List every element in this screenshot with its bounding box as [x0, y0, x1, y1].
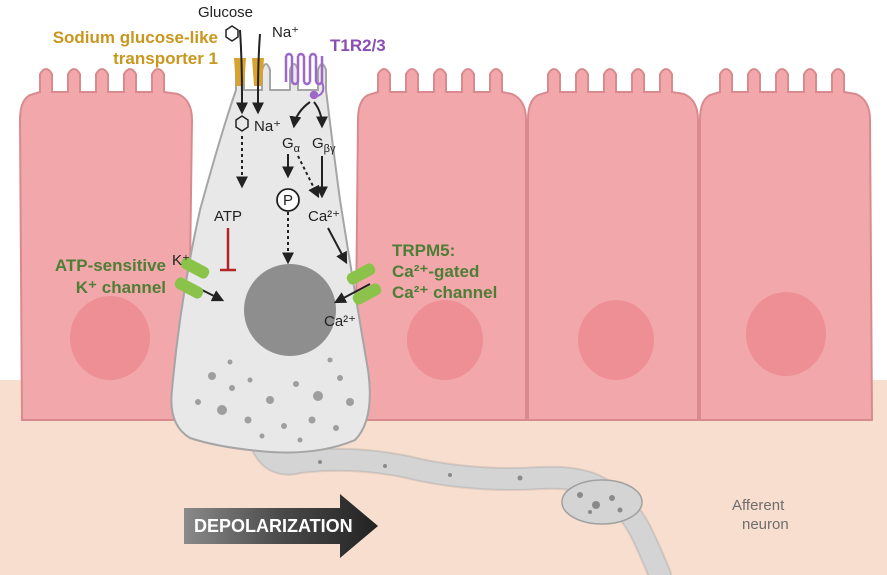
enterocyte-3 — [527, 68, 699, 421]
label-sglt1-line2: transporter 1 — [113, 49, 218, 68]
label-katp-line1: ATP-sensitive — [55, 256, 166, 275]
label-katp-line2: K⁺ channel — [76, 278, 166, 297]
depolarization-arrow — [184, 494, 378, 558]
atp-inhibition — [220, 228, 236, 272]
nucleus-3 — [578, 300, 654, 380]
sglt1-transporter — [225, 25, 264, 132]
label-afferent-line1: Afferent — [732, 497, 785, 514]
tuft-cell-nucleus — [244, 264, 336, 356]
label-sglt1-line1: Sodium glucose-like — [53, 28, 218, 47]
t1r-receptor — [284, 52, 325, 100]
label-glucose: Glucose — [198, 4, 253, 21]
neuron-bouton — [561, 479, 643, 525]
label-trpm5-line3: Ca²⁺ channel — [392, 283, 497, 302]
label-ca-influx: Ca²⁺ — [324, 313, 356, 330]
nucleus-4 — [746, 292, 826, 376]
nucleus-1 — [70, 296, 150, 380]
glucose-hexagon-inside — [235, 115, 249, 132]
label-g-alpha: Gα — [282, 135, 301, 155]
phosphorylation-circle — [276, 188, 300, 212]
label-p: P — [283, 192, 293, 209]
enterocyte-4 — [699, 68, 874, 421]
label-trpm5-line2: Ca²⁺-gated — [392, 262, 479, 281]
glucose-hexagon-outside — [225, 25, 239, 42]
enterocyte-1 — [18, 68, 194, 421]
label-na-inside: Na⁺ — [254, 118, 281, 135]
trpm5-channel — [346, 263, 382, 305]
katp-channel — [174, 257, 210, 299]
tuft-cell — [170, 63, 371, 454]
label-k-plus: K⁺ — [172, 252, 190, 269]
label-depolarization: DEPOLARIZATION — [194, 516, 353, 536]
neuron-vesicles — [318, 460, 623, 514]
label-na-top: Na⁺ — [272, 24, 299, 41]
label-t1r: T1R2/3 — [330, 36, 386, 55]
tuft-cell-vesicles — [195, 357, 354, 443]
label-trpm5-line1: TRPM5: — [392, 241, 455, 260]
enterocyte-2 — [353, 68, 527, 421]
label-atp: ATP — [214, 208, 242, 225]
label-afferent-line2: neuron — [742, 516, 789, 533]
label-g-beta-gamma: Gβγ — [312, 135, 336, 155]
label-ca-inside: Ca²⁺ — [308, 208, 340, 225]
nucleus-2 — [407, 300, 483, 380]
